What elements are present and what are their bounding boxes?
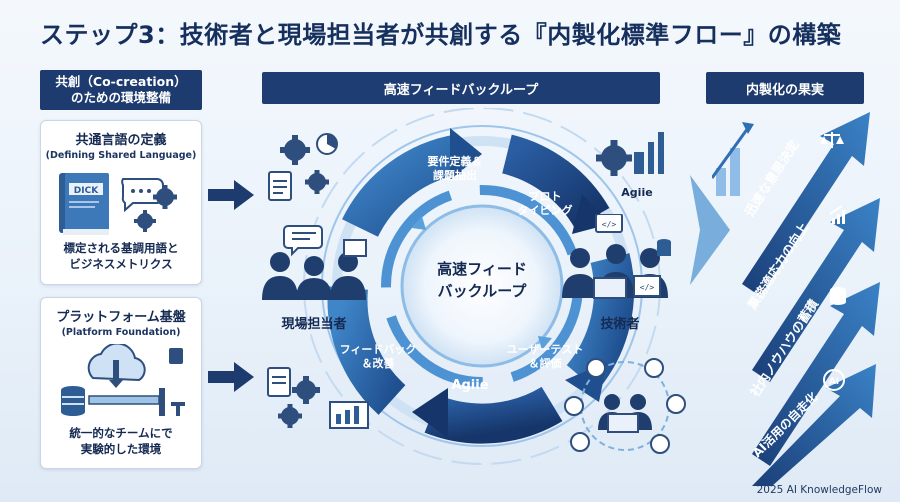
card2-subtitle: (Platform Foundation): [61, 327, 181, 338]
card2-desc-line2: 実験的した環境: [80, 441, 162, 456]
footer-credit: 2025 AI KnowledgeFlow: [756, 484, 882, 496]
step-feedback-label: フィードバック＆改善: [339, 343, 417, 371]
card1-subtitle: (Defining Shared Language): [45, 150, 197, 161]
database-icon: [830, 287, 846, 305]
step-usertest-label: ユーザーテスト＆評価: [506, 343, 584, 371]
center-section-header: 高速フィードバックループ: [262, 72, 660, 104]
dictionary-icon: DICK: [59, 173, 177, 235]
platform-icon: [61, 344, 185, 416]
field-staff-people-icon: [262, 225, 367, 300]
card2-title: プラットフォーム基盤: [56, 310, 186, 325]
arrow-right-icon: [208, 180, 254, 210]
card1-title: 共通言語の定義: [75, 133, 167, 148]
big-chevron-arrow-icon: [690, 175, 730, 285]
card2-desc-line1: 統一的なチームにで: [69, 426, 173, 440]
engineer-label: 技術者: [600, 317, 640, 332]
scale-icon: [820, 132, 844, 148]
page-title: ステップ3：技術者と現場担当者が共創する『内製化標準フロー』の構築: [40, 21, 842, 49]
agile-bottom-label: Agiie: [451, 378, 489, 393]
step-requirements-label: 要件定義＆課題抽出: [427, 155, 483, 183]
svg-text:AI: AI: [829, 377, 839, 387]
results-panel: AI: [712, 112, 880, 486]
step-prototyping-label: プロトタイピング: [517, 190, 573, 218]
loop-center-line1: 高速フィード: [437, 260, 527, 278]
shared-language-card: 共通言語の定義 (Defining Shared Language) DICK …: [40, 120, 202, 285]
svg-text:</>: </>: [602, 220, 617, 229]
field-staff-label: 現場担当者: [281, 317, 347, 332]
book-label: DICK: [74, 186, 99, 196]
left-section-header: 共創（Co-creation） のための環境整備: [40, 70, 202, 110]
gear-code-icon: [596, 132, 664, 176]
ai-icon: AI: [823, 369, 845, 391]
team-network-icon: [564, 358, 686, 454]
card2-description: 統一的なチームにで 実験的した環境: [41, 426, 201, 457]
right-section-header: 内製化の果実: [706, 72, 864, 104]
platform-foundation-card: プラットフォーム基盤 (Platform Foundation) 統一的なチーム…: [40, 297, 202, 469]
engineer-people-icon: </> </>: [562, 214, 671, 299]
arrow-right-icon: [208, 362, 254, 392]
agile-top-label: Agiie: [621, 186, 653, 199]
loop-center-line2: バックループ: [438, 282, 528, 300]
gears-document-icon: [268, 133, 338, 201]
left-header-line2: のための環境整備: [70, 90, 171, 105]
left-header-line1: 共創（Co-creation）: [55, 74, 187, 90]
card1-description: 標定される基調用語と ビジネスメトリクス: [41, 241, 201, 272]
card1-desc-line1: 標定される基調用語と: [63, 241, 179, 255]
card1-desc-line2: ビジネスメトリクス: [69, 256, 173, 271]
chart-up-icon: [829, 205, 845, 224]
svg-text:</>: </>: [640, 283, 655, 292]
gears-chart-icon: [267, 367, 369, 429]
